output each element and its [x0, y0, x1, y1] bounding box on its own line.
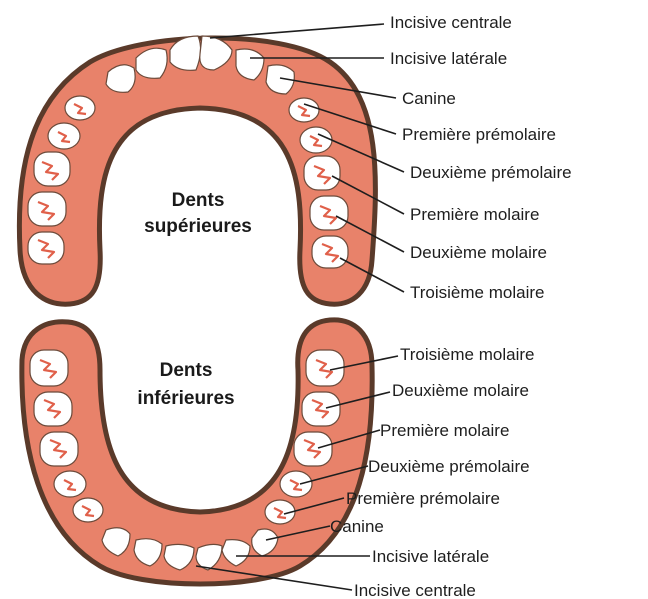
lower-title-line2: inférieures	[137, 388, 234, 409]
lower-second-molar-right	[302, 392, 340, 426]
lower-label-lateral-incisor: Incisive latérale	[372, 547, 489, 566]
upper-labels: Incisive centrale Incisive latérale Cani…	[390, 13, 572, 302]
lower-label-second-premolar: Deuxième prémolaire	[368, 457, 530, 476]
lower-first-molar-right	[294, 432, 332, 466]
upper-label-second-premolar: Deuxième prémolaire	[410, 163, 572, 182]
upper-label-first-molar: Première molaire	[410, 205, 539, 224]
upper-arch: Dents supérieures	[19, 36, 375, 304]
lower-label-second-molar: Deuxième molaire	[392, 381, 529, 400]
upper-third-molar-left	[28, 232, 64, 264]
upper-label-canine: Canine	[402, 89, 456, 108]
lower-title-line1: Dents	[160, 360, 213, 381]
lower-arch: Dents inférieures	[22, 320, 372, 584]
lower-label-third-molar: Troisième molaire	[400, 345, 534, 364]
upper-third-molar-right	[312, 236, 348, 268]
upper-label-central-incisor: Incisive centrale	[390, 13, 512, 32]
lower-second-molar-left	[34, 392, 72, 426]
lower-third-molar-left	[30, 350, 68, 386]
upper-label-first-premolar: Première prémolaire	[402, 125, 556, 144]
upper-label-second-molar: Deuxième molaire	[410, 243, 547, 262]
upper-second-molar-right	[310, 196, 348, 230]
lower-label-first-molar: Première molaire	[380, 421, 509, 440]
upper-title-line1: Dents	[172, 190, 225, 211]
upper-label-third-molar: Troisième molaire	[410, 283, 544, 302]
lower-first-molar-left	[40, 432, 78, 466]
upper-second-molar-left	[28, 192, 66, 226]
upper-first-molar-left	[34, 152, 70, 186]
lower-label-first-premolar: Première prémolaire	[346, 489, 500, 508]
lower-label-central-incisor: Incisive centrale	[354, 581, 476, 599]
lower-label-canine: Canine	[330, 517, 384, 536]
upper-label-lateral-incisor: Incisive latérale	[390, 49, 507, 68]
upper-title-line2: supérieures	[144, 216, 252, 237]
